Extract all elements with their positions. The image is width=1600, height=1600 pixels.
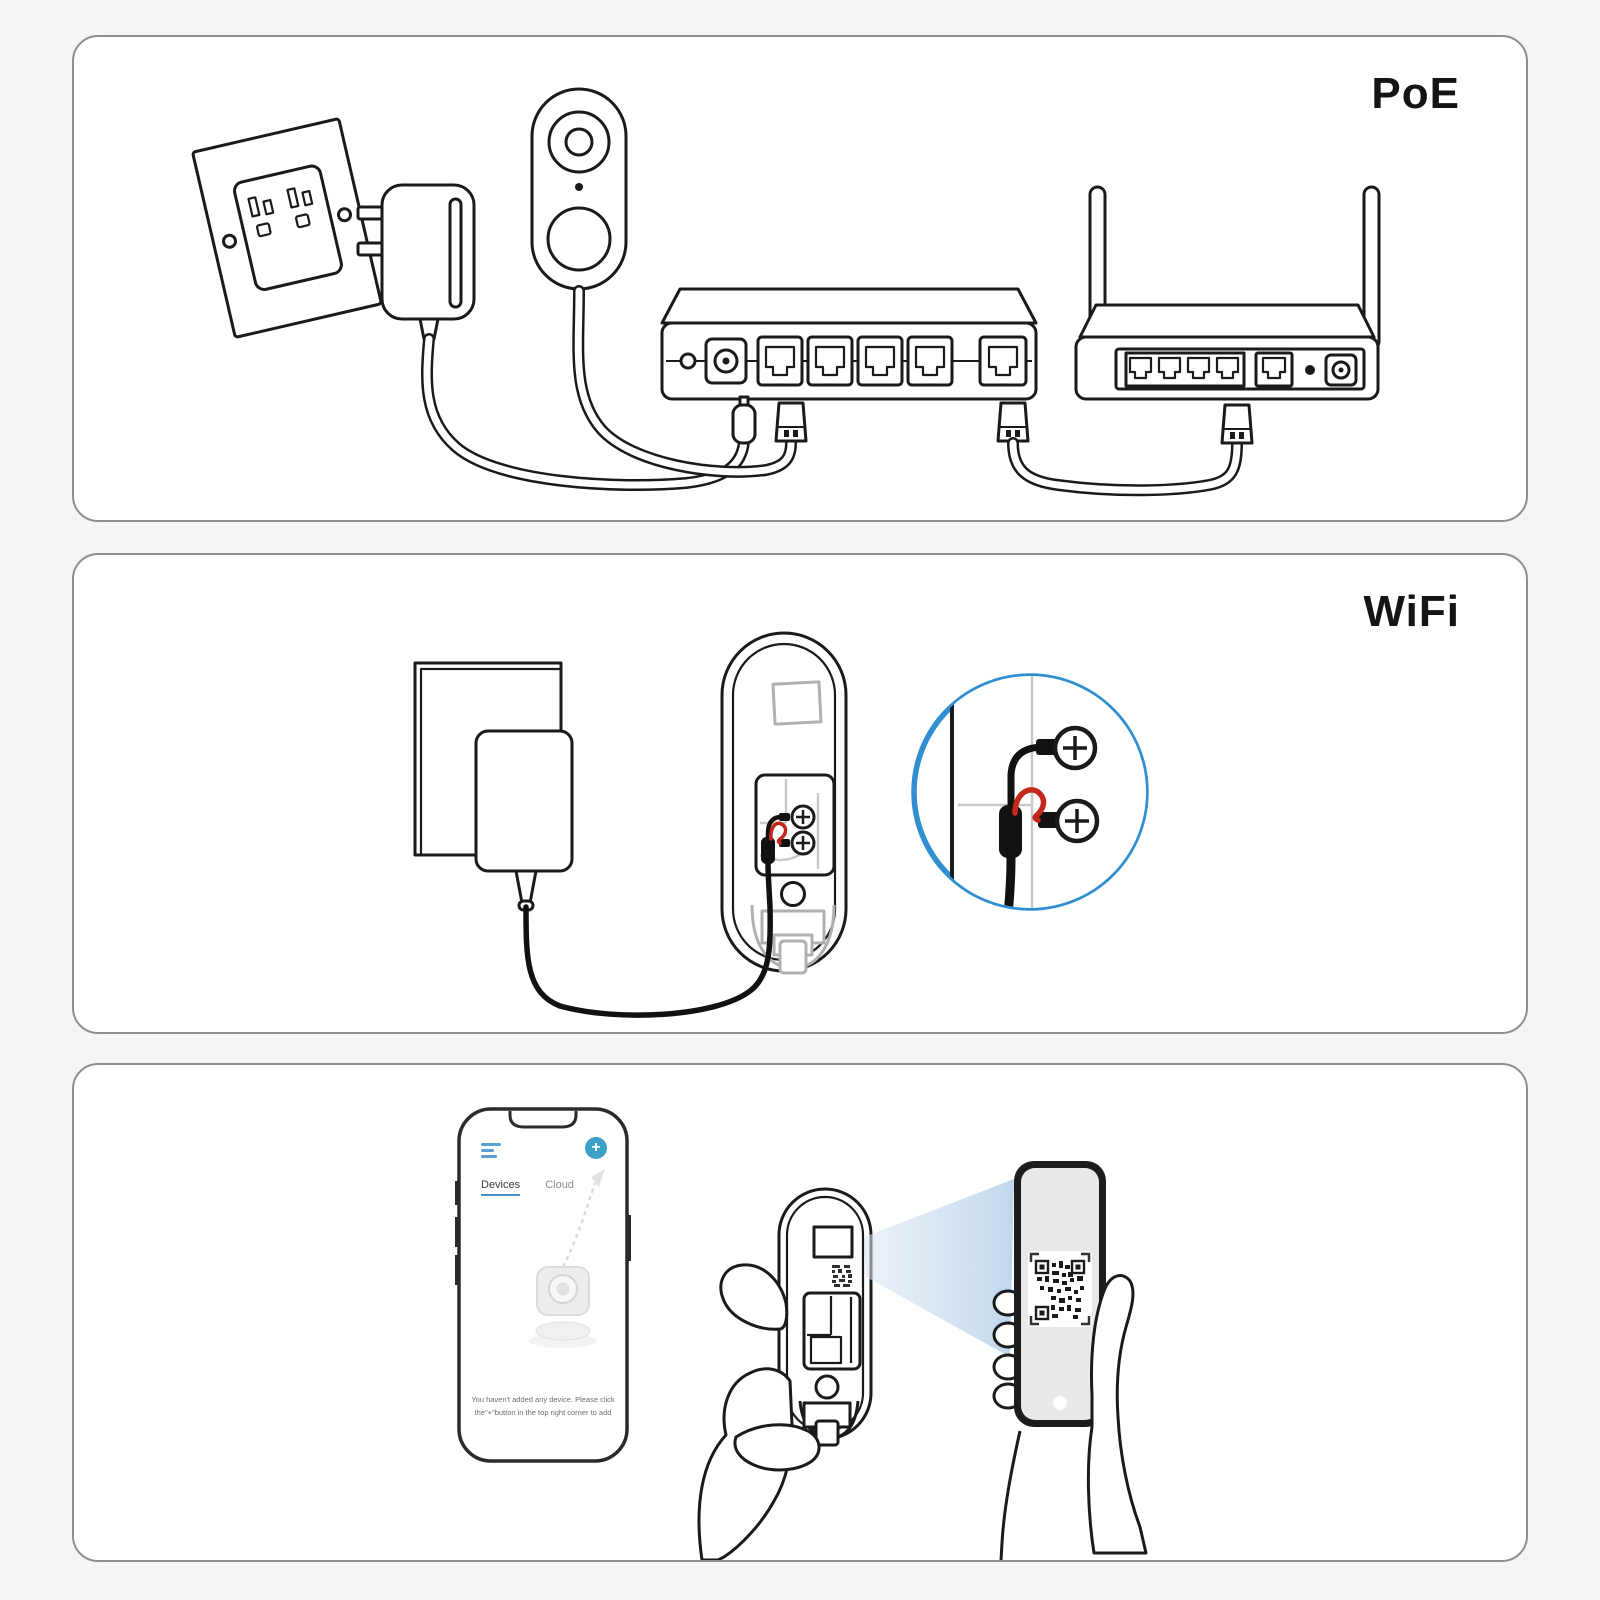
app-tabs: Devices Cloud: [481, 1179, 574, 1196]
empty-device-message: You haven't added any device. Please cli…: [471, 1395, 615, 1418]
index-finger: [719, 1263, 789, 1331]
dc-plug-icon: [731, 395, 757, 445]
app-pairing-illustration: [455, 1107, 1148, 1560]
hand-holding-doorbell: [697, 1187, 873, 1560]
wall-outlet-icon: [191, 117, 383, 339]
poe-switch-icon: [660, 287, 1038, 401]
doorbell-camera-icon: [530, 87, 628, 291]
ethernet-cable-doorbell: [572, 285, 797, 478]
rj45-ports: [756, 335, 1028, 387]
zoom-detail-circle: [911, 673, 1149, 911]
doorbell-power-wire: [523, 814, 788, 1018]
hamburger-icon: [481, 1143, 501, 1161]
qr-code-large: [1034, 1259, 1086, 1321]
thumb: [1086, 1274, 1148, 1555]
poe-wiring-illustration: [191, 87, 1381, 497]
mounting-hole: [780, 881, 806, 907]
power-adapter-icon: [474, 729, 574, 912]
tab-cloud: Cloud: [545, 1179, 574, 1191]
scan-beam: [864, 1179, 1014, 1357]
home-indicator: [1053, 1396, 1067, 1410]
red-wire: [769, 821, 788, 845]
dashed-arrow: [561, 1182, 597, 1268]
palm: [697, 1367, 794, 1560]
ethernet-cable-uplink: [1007, 437, 1243, 497]
doorbell-back-icon: [720, 631, 848, 975]
rj45-plug-icon: [996, 401, 1030, 443]
router-icon: [1074, 185, 1381, 401]
rj45-plug-icon: [1220, 403, 1254, 445]
empty-state-illustration: [529, 1169, 605, 1348]
app-screen: + Devices Cloud You haven't added any de…: [467, 1117, 619, 1453]
panel-wifi: WiFi: [72, 553, 1528, 1034]
tab-devices: Devices: [481, 1179, 521, 1196]
wifi-wiring-illustration: [413, 631, 1149, 1018]
poe-label: PoE: [1371, 69, 1460, 118]
hand-holding-phone-scanning: [992, 1161, 1148, 1560]
wifi-label: WiFi: [1363, 587, 1460, 636]
power-adapter-icon: [356, 183, 476, 341]
rj45-plug-icon: [774, 401, 808, 443]
panel-poe: PoE: [72, 35, 1528, 522]
panel-app-setup: + Devices Cloud You haven't added any de…: [72, 1063, 1528, 1562]
qr-code-small: [832, 1265, 852, 1287]
add-device-button: +: [585, 1137, 607, 1159]
thumb: [733, 1423, 821, 1472]
terminal-screws: [779, 804, 816, 856]
red-wire-zoomed: [1012, 787, 1047, 823]
scan-frame-corners: [1029, 1252, 1091, 1326]
qr-label-area: [771, 680, 823, 726]
